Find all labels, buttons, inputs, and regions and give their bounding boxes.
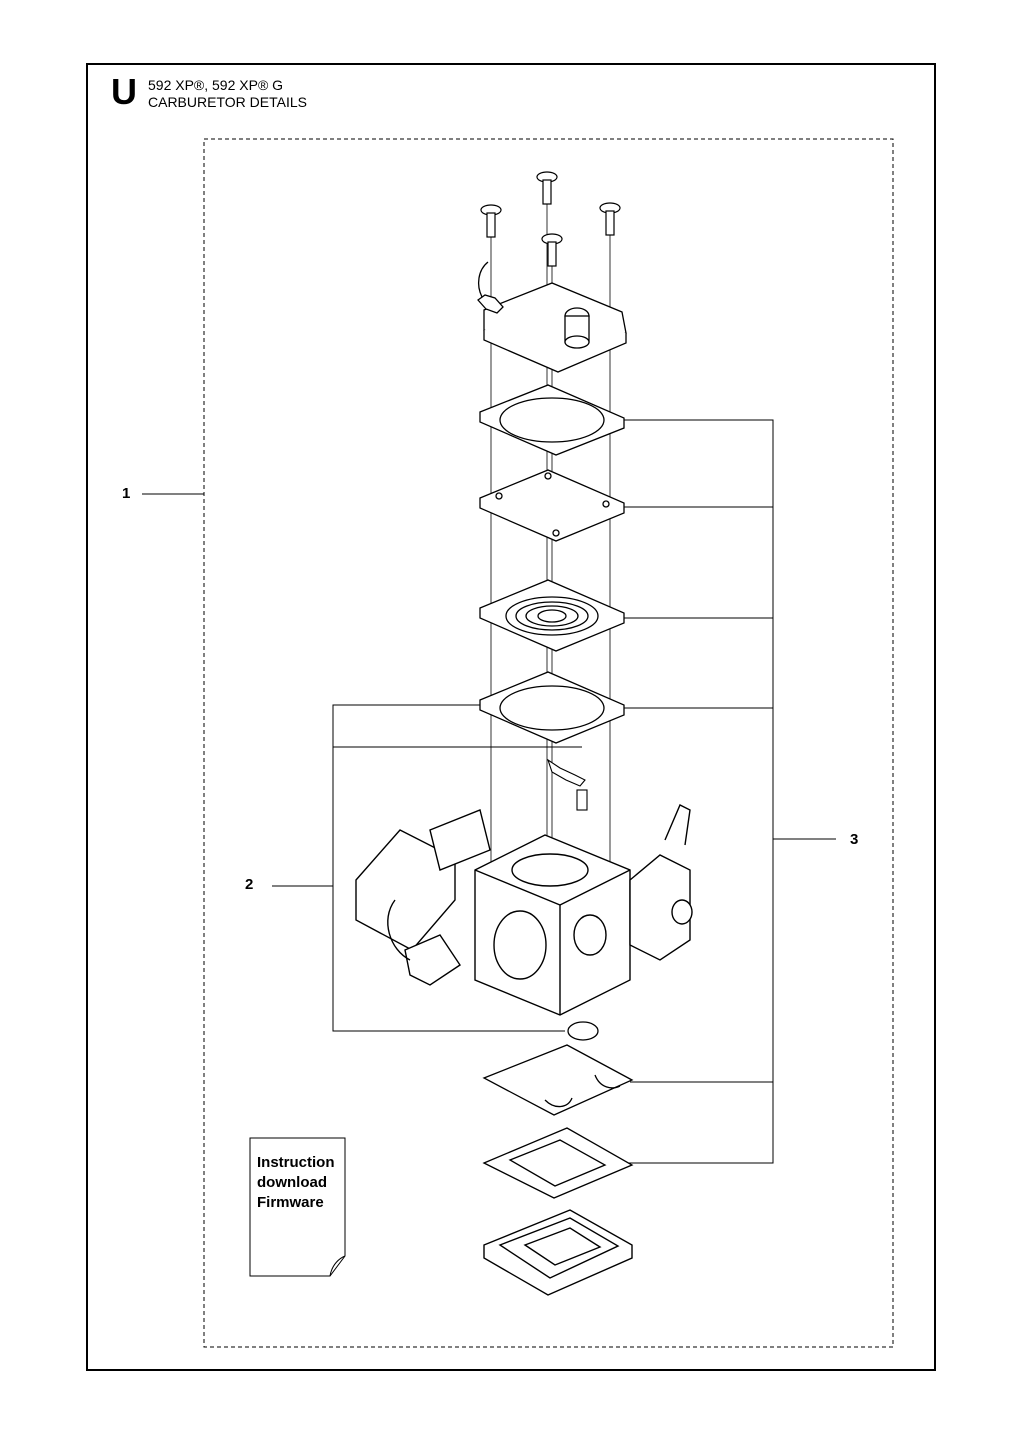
callout-1: 1 xyxy=(122,485,131,502)
diagram-subtitle: CARBURETOR DETAILS xyxy=(148,94,307,110)
leader-2-bracket xyxy=(332,704,565,1032)
callout-leaders xyxy=(142,419,836,1164)
leader-3-bracket xyxy=(620,419,774,1164)
model-title: 592 XP®, 592 XP® G xyxy=(148,77,284,93)
assembly-boundary xyxy=(203,138,894,1348)
gasket xyxy=(479,671,625,744)
document-note: Instruction download Firmware xyxy=(257,1153,335,1213)
needle-lever xyxy=(546,758,586,787)
spring xyxy=(576,789,588,811)
diaphragm xyxy=(479,469,625,542)
pump-cover xyxy=(477,261,627,373)
lower-gasket xyxy=(482,1044,634,1116)
lower-gasket xyxy=(482,1127,634,1199)
page-frame xyxy=(86,63,936,1371)
callout-2: 2 xyxy=(245,876,254,893)
welch-plug xyxy=(567,1021,599,1041)
screw-icon xyxy=(480,171,621,267)
document-icon xyxy=(249,1137,346,1277)
carburetor-body xyxy=(355,804,693,1016)
gasket xyxy=(479,384,625,456)
section-letter: U xyxy=(111,71,137,112)
document-note-line2: download xyxy=(257,1174,327,1191)
bottom-cover xyxy=(483,1209,633,1296)
metering-diaphragm xyxy=(479,579,625,652)
document-note-line3: Firmware xyxy=(257,1194,324,1211)
document-note-line1: Instruction xyxy=(257,1154,335,1171)
callout-3: 3 xyxy=(850,831,859,848)
